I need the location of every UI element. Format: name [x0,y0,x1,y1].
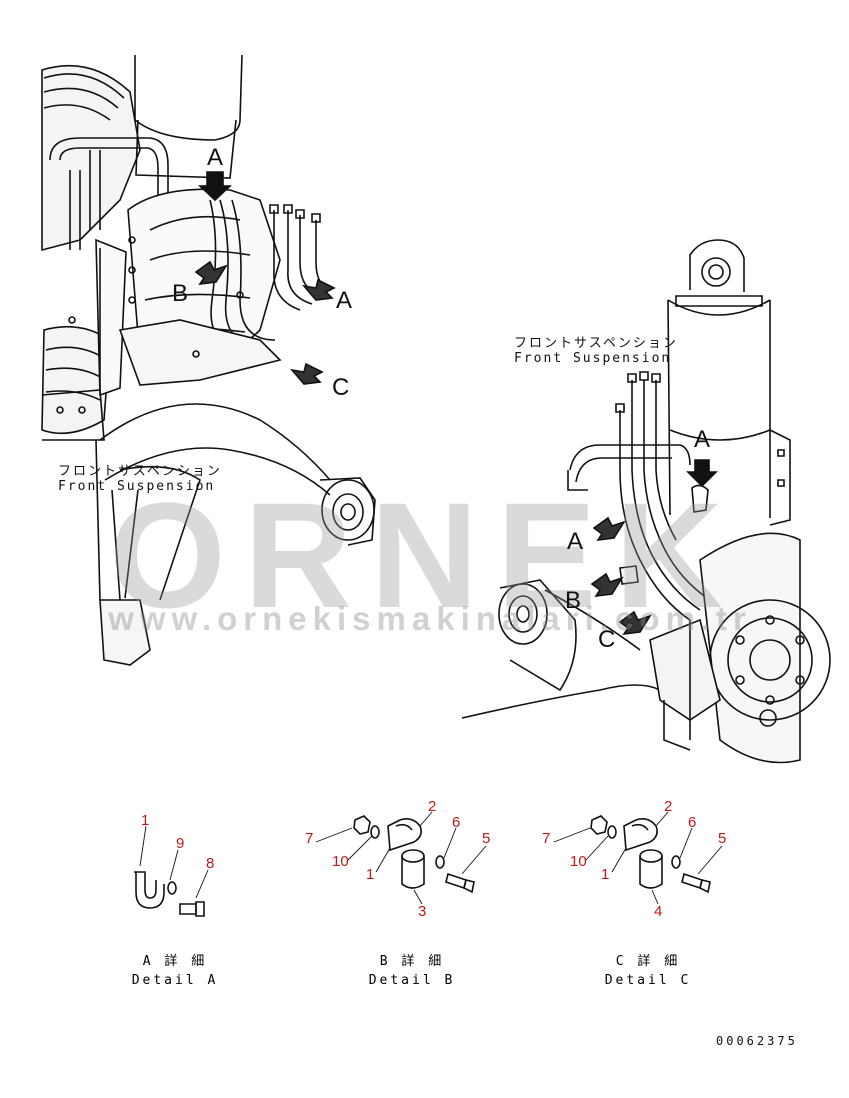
detail-b-title-en: Detail B [368,973,456,988]
watermark-brand: ORNEK [109,471,741,639]
left-marker-b: B [172,280,189,307]
callout-b-6: 6 [452,814,461,831]
detail-c-drawing [553,811,723,905]
right-label-ja: フロントサスペンション [514,336,678,351]
callout-b-2: 2 [428,798,437,815]
left-marker-c: C [332,374,350,401]
left-marker-a-top: A [207,144,224,171]
right-marker-c: C [598,626,616,653]
callout-c-10: 10 [570,853,587,870]
detail-a-caption: A 詳 細 Detail A [125,952,225,990]
right-marker-a-top: A [694,426,711,453]
callout-c-2: 2 [664,798,673,815]
detail-c-caption: C 詳 細 Detail C [598,952,698,990]
callout-b-1: 1 [366,866,375,883]
callout-c-4: 4 [654,903,663,920]
drawing-number: 00062375 [716,1034,798,1048]
callout-b-10: 10 [332,853,349,870]
callout-a-1: 1 [141,812,150,829]
callout-b-7: 7 [305,830,314,847]
callout-a-8: 8 [206,855,215,872]
left-assembly-drawing [41,54,376,666]
callout-c-7: 7 [542,830,551,847]
callout-b-5: 5 [482,830,491,847]
right-marker-a: A [567,528,584,555]
callout-b-3: 3 [418,903,427,920]
detail-b-title-ja: B 詳 細 [379,954,445,969]
callout-c-5: 5 [718,830,727,847]
watermark-url: www.ornekismakinalari.com.tr [108,600,752,637]
right-label-en: Front Suspension [514,351,672,366]
callout-a-9: 9 [176,835,185,852]
callout-c-1: 1 [601,866,610,883]
left-marker-a: A [336,287,353,314]
detail-a-drawing [134,825,209,917]
left-label-en: Front Suspension [58,479,216,494]
right-marker-b: B [565,587,582,614]
detail-b-drawing [315,811,487,905]
detail-b-caption: B 詳 細 Detail B [362,952,462,990]
detail-a-title-ja: A 詳 細 [142,954,208,969]
right-assembly-drawing [461,239,831,764]
left-label-ja: フロントサスペンション [58,464,222,479]
detail-c-title-ja: C 詳 細 [615,954,681,969]
callout-c-6: 6 [688,814,697,831]
detail-a-title-en: Detail A [131,973,219,988]
detail-c-title-en: Detail C [604,973,692,988]
